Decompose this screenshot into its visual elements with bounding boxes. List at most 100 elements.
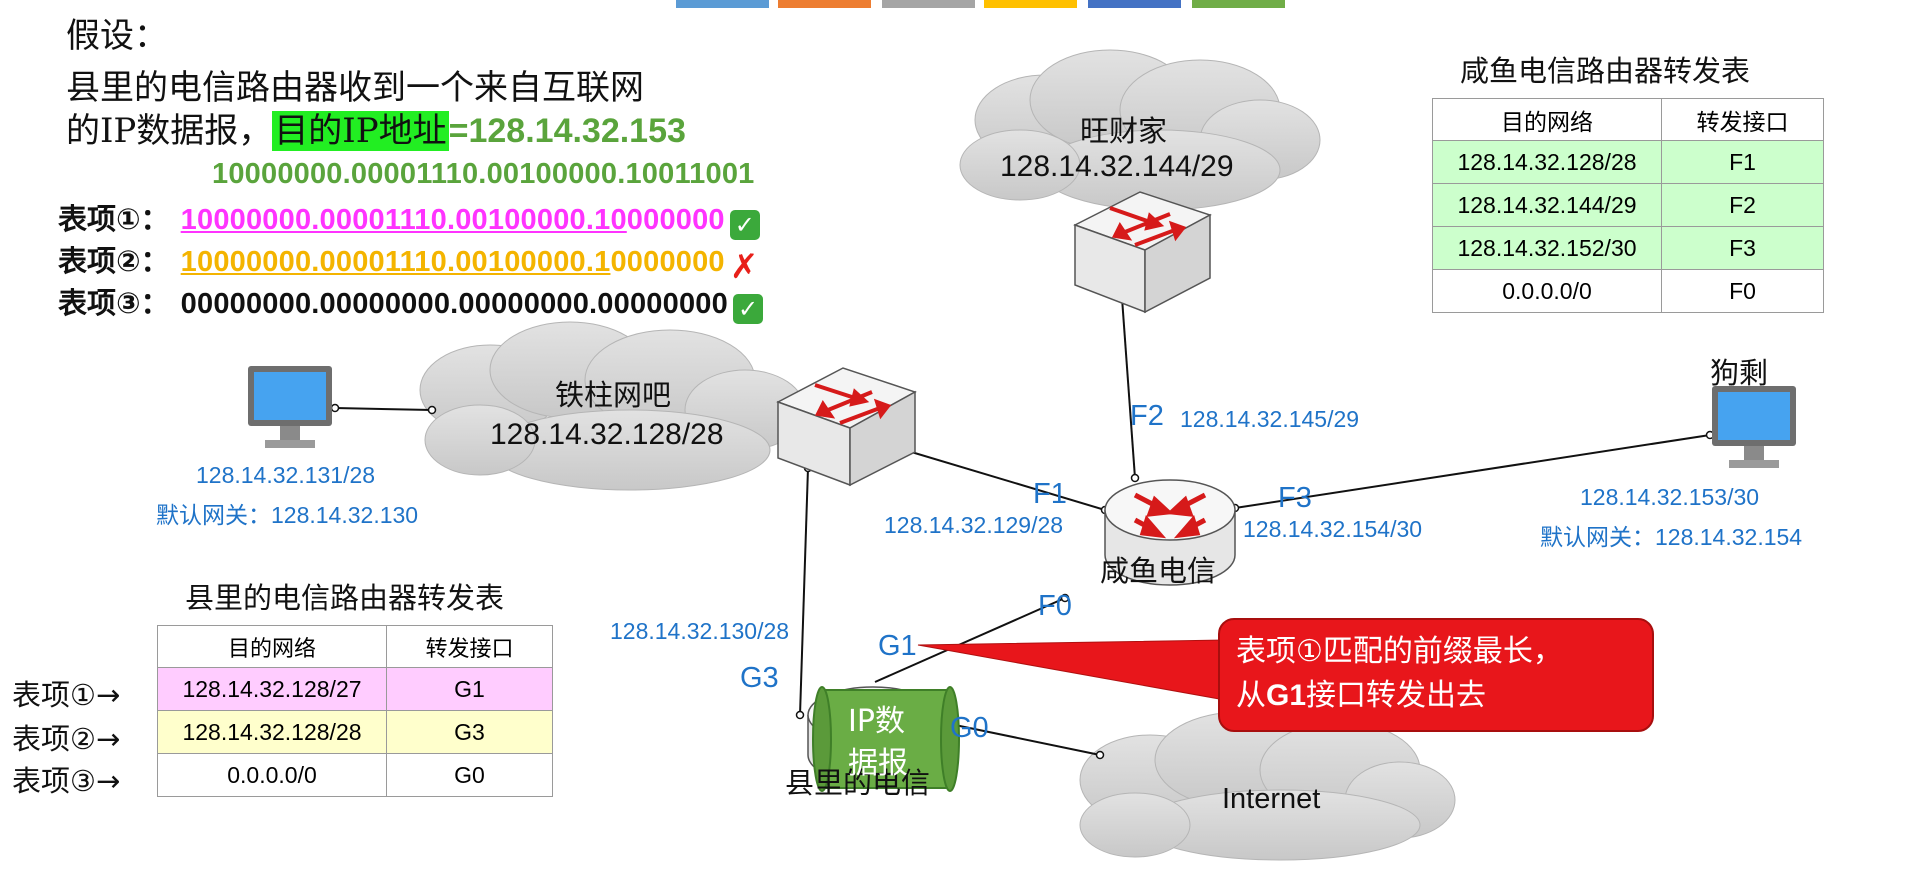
table-cell-iface: G0 bbox=[386, 753, 553, 797]
intro-line1: 县里的电信路由器收到一个来自互联网 bbox=[66, 68, 644, 108]
entry-bits-rest: 0000000 bbox=[610, 246, 725, 278]
table-cell-net: 128.14.32.128/28 bbox=[1432, 140, 1662, 184]
binary-entry-3: 表项③： 00000000.00000000.00000000.00000000… bbox=[58, 280, 764, 324]
cloud-tiezhu bbox=[419, 321, 806, 491]
top-tab[interactable] bbox=[882, 0, 975, 8]
table-cell-iface: G3 bbox=[386, 710, 553, 754]
callout-line1: 表项①匹配的前缀最长， bbox=[1236, 634, 1563, 669]
cloud-internet bbox=[1079, 711, 1456, 861]
table-cell-net: 0.0.0.0/0 bbox=[1432, 269, 1662, 313]
iface-G3-ip: 128.14.32.130/28 bbox=[610, 618, 790, 644]
dest-ip-label: 目的IP地址 bbox=[272, 111, 449, 151]
check-icon: ✓ bbox=[729, 209, 760, 240]
callout-line2-bold: G1 bbox=[1266, 679, 1307, 712]
table-row: 128.14.32.152/30 F3 bbox=[1432, 226, 1824, 270]
pc-left-ip: 128.14.32.131/28 bbox=[196, 462, 376, 488]
table-cell-iface: F1 bbox=[1661, 140, 1824, 184]
top-tab[interactable] bbox=[1088, 0, 1181, 8]
intro-line2-prefix: 的IP数据报， bbox=[66, 111, 273, 151]
intro-heading: 假设： bbox=[66, 16, 168, 56]
pc-right-ip: 128.14.32.153/30 bbox=[1580, 484, 1760, 510]
dest-binary: 10000000.00001110.00100000.10011001 bbox=[212, 158, 755, 190]
iface-G0: G0 bbox=[950, 712, 989, 744]
pc-left-gateway: 默认网关：128.14.32.130 bbox=[156, 502, 419, 528]
switch-wangcai-icon[interactable] bbox=[1073, 191, 1212, 314]
wangcai-name: 旺财家 bbox=[1080, 114, 1168, 148]
table-cell-net: 128.14.32.128/28 bbox=[157, 710, 387, 754]
xianyu-table-title: 咸鱼电信路由器转发表 bbox=[1460, 54, 1751, 88]
wangcai-net: 128.14.32.144/29 bbox=[1000, 150, 1234, 183]
table-row: 128.14.32.128/28 G3 bbox=[157, 710, 553, 754]
pc-left-icon[interactable] bbox=[248, 366, 332, 448]
top-tab[interactable] bbox=[778, 0, 871, 8]
xianyu-router-name: 咸鱼电信 bbox=[1100, 554, 1217, 588]
tiezhu-name: 铁柱网吧 bbox=[555, 378, 672, 412]
callout-box: 表项①匹配的前缀最长， 从G1接口转发出去 bbox=[1218, 618, 1654, 732]
top-tab[interactable] bbox=[676, 0, 769, 8]
binary-entry-2: 表项②： 10000000.00001110.00100000.10000000… bbox=[58, 238, 759, 287]
iface-F2: F2 bbox=[1130, 400, 1164, 432]
county-row-label: 表项②→ bbox=[12, 722, 121, 756]
pc-right-gateway: 默认网关：128.14.32.154 bbox=[1540, 524, 1803, 550]
check-icon: ✓ bbox=[733, 293, 764, 324]
entry-label: 表项③： bbox=[58, 286, 170, 320]
table-header: 目的网络 bbox=[1432, 98, 1662, 141]
county-row-label: 表项③→ bbox=[12, 764, 121, 798]
table-cell-iface: G1 bbox=[386, 667, 553, 711]
iface-F1: F1 bbox=[1033, 478, 1067, 510]
iface-F0: F0 bbox=[1038, 590, 1072, 622]
tiezhu-net: 128.14.32.128/28 bbox=[490, 418, 724, 451]
top-tab[interactable] bbox=[984, 0, 1077, 8]
iface-F3-ip: 128.14.32.154/30 bbox=[1243, 516, 1423, 542]
table-cell-net: 128.14.32.128/27 bbox=[157, 667, 387, 711]
intro-line2: 的IP数据报，目的IP地址=128.14.32.153 bbox=[66, 103, 686, 152]
table-cell-iface: F3 bbox=[1661, 226, 1824, 270]
table-cell-net: 0.0.0.0/0 bbox=[157, 753, 387, 797]
switch-tiezhu-icon[interactable] bbox=[776, 367, 917, 487]
callout-line2-prefix: 从 bbox=[1236, 678, 1266, 713]
table-row: 0.0.0.0/0 F0 bbox=[1432, 269, 1824, 313]
table-cell-iface: F2 bbox=[1661, 183, 1824, 227]
iface-F3: F3 bbox=[1278, 482, 1312, 514]
county-router-name: 县里的电信 bbox=[785, 766, 931, 800]
entry-bits-rest: 00000000.00000000.00000000.00000000 bbox=[180, 288, 728, 320]
packet-line2: 据报 bbox=[848, 746, 908, 781]
table-row: 0.0.0.0/0 G0 bbox=[157, 753, 553, 797]
table-row: 128.14.32.128/28 F1 bbox=[1432, 140, 1824, 184]
table-cell-net: 128.14.32.152/30 bbox=[1432, 226, 1662, 270]
router-xianyu-icon[interactable] bbox=[1104, 479, 1236, 586]
table-cell-net: 128.14.32.144/29 bbox=[1432, 183, 1662, 227]
table-cell-iface: F0 bbox=[1661, 269, 1824, 313]
entry-bits-match: 10000000.00001110.00100000.10 bbox=[180, 204, 627, 236]
packet-line1: IP数 bbox=[848, 704, 905, 739]
table-row: 128.14.32.128/27 G1 bbox=[157, 667, 553, 711]
pc-right-name: 狗剩 bbox=[1710, 356, 1769, 390]
iface-F2-ip: 128.14.32.145/29 bbox=[1180, 406, 1360, 432]
entry-bits-rest: 000000 bbox=[626, 204, 725, 236]
entry-label: 表项②： bbox=[58, 244, 170, 278]
cloud-wangcai bbox=[959, 49, 1321, 211]
pc-right-icon[interactable] bbox=[1712, 386, 1796, 468]
entry-bits-match: 10000000.00001110.00100000.1 bbox=[180, 246, 611, 278]
ip-packet-icon[interactable] bbox=[812, 686, 960, 792]
links bbox=[334, 297, 1711, 756]
county-table-title: 县里的电信路由器转发表 bbox=[185, 581, 505, 615]
callout-pointer bbox=[917, 639, 1226, 701]
table-header: 转发接口 bbox=[1661, 98, 1824, 141]
table-header: 目的网络 bbox=[157, 625, 387, 668]
county-forwarding-table: 目的网络 转发接口 128.14.32.128/27 G1 128.14.32.… bbox=[157, 625, 553, 797]
callout-line2-suffix: 接口转发出去 bbox=[1306, 678, 1487, 713]
xianyu-forwarding-table: 目的网络 转发接口 128.14.32.128/28 F1 128.14.32.… bbox=[1432, 98, 1824, 313]
iface-G1: G1 bbox=[878, 630, 917, 662]
dest-ip-value: =128.14.32.153 bbox=[448, 112, 686, 150]
iface-F1-ip: 128.14.32.129/28 bbox=[884, 512, 1064, 538]
table-header: 转发接口 bbox=[386, 625, 553, 668]
callout-line2: 从G1接口转发出去 bbox=[1236, 674, 1636, 718]
entry-label: 表项①： bbox=[58, 202, 170, 236]
table-row: 128.14.32.144/29 F2 bbox=[1432, 183, 1824, 227]
binary-entry-1: 表项①： 10000000.00001110.00100000.10000000… bbox=[58, 196, 760, 240]
county-row-label: 表项①→ bbox=[12, 678, 121, 712]
top-tab[interactable] bbox=[1192, 0, 1285, 8]
cross-icon: ✗ bbox=[729, 246, 759, 287]
